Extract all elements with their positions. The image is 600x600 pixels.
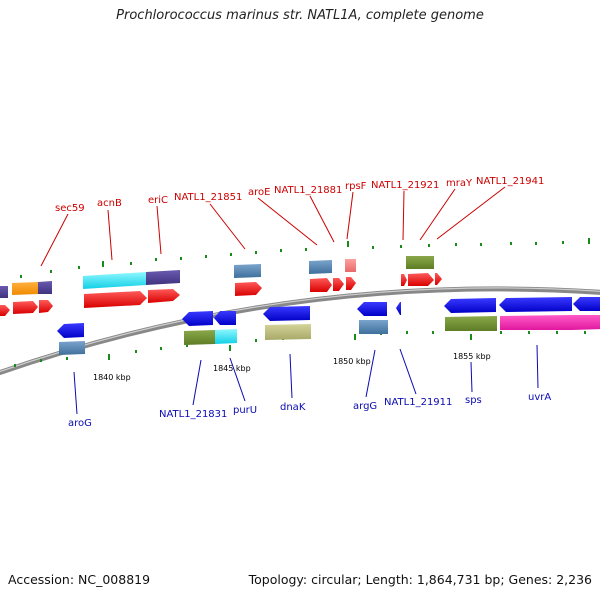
forward-strand-track [0, 256, 442, 316]
gene-feature[interactable] [500, 315, 572, 330]
top-leader-lines [40, 186, 506, 267]
gene-feature[interactable] [309, 260, 332, 274]
gene-feature[interactable] [345, 259, 356, 272]
gene-label-natl1-21941[interactable]: NATL1_21941 [476, 176, 544, 187]
gene-feature[interactable] [346, 277, 356, 290]
gene-feature[interactable] [215, 329, 237, 344]
reverse-strand-track [57, 297, 600, 355]
gene-feature[interactable] [445, 316, 497, 331]
gene-label-natl1-21921[interactable]: NATL1_21921 [371, 180, 439, 191]
gene-feature[interactable] [57, 323, 84, 338]
gene-feature[interactable] [357, 302, 387, 316]
gene-feature[interactable] [83, 272, 146, 289]
gene-label-argg[interactable]: argG [353, 401, 377, 412]
gene-feature[interactable] [265, 324, 311, 340]
gene-label-acnb[interactable]: acnB [97, 198, 122, 209]
map-title: Prochlorococcus marinus str. NATL1A, com… [116, 8, 484, 23]
ruler-label: 1855 kbp [453, 352, 491, 361]
ruler-label: 1845 kbp [213, 364, 251, 373]
gene-feature[interactable] [148, 289, 180, 303]
gene-feature[interactable] [182, 311, 213, 326]
gene-feature[interactable] [12, 282, 38, 295]
gene-label-sps[interactable]: sps [465, 395, 482, 406]
gene-feature[interactable] [396, 302, 401, 315]
gene-label-natl1-21911[interactable]: NATL1_21911 [384, 397, 452, 408]
gene-feature[interactable] [146, 270, 180, 285]
gene-feature[interactable] [359, 320, 388, 334]
gene-feature[interactable] [84, 291, 147, 308]
gene-feature[interactable] [0, 286, 8, 298]
gene-label-arog[interactable]: aroG [68, 418, 92, 429]
gene-feature[interactable] [38, 281, 52, 294]
ruler-label: 1850 kbp [333, 357, 371, 366]
gene-feature[interactable] [444, 298, 496, 313]
gene-feature[interactable] [263, 306, 310, 321]
outer-tick-ring [20, 238, 590, 278]
gene-label-puru[interactable]: purU [233, 405, 257, 416]
gene-label-natl1-21831[interactable]: NATL1_21831 [159, 409, 227, 420]
gene-feature[interactable] [435, 273, 442, 285]
gene-label-eric[interactable]: eriC [148, 195, 168, 206]
gene-feature[interactable] [214, 311, 236, 325]
gene-feature[interactable] [59, 341, 85, 355]
gene-label-dnak[interactable]: dnaK [280, 402, 306, 413]
bottom-leader-lines [73, 344, 539, 415]
gene-feature[interactable] [0, 305, 10, 316]
gene-label-mray[interactable]: mraY [446, 178, 473, 189]
gene-feature[interactable] [406, 256, 434, 269]
accession-text: Accession: NC_008819 [8, 572, 151, 587]
gene-feature[interactable] [499, 297, 572, 312]
gene-feature[interactable] [333, 278, 344, 291]
genome-summary-text: Topology: circular; Length: 1,864,731 bp… [248, 572, 592, 587]
gene-feature[interactable] [39, 300, 53, 313]
gene-feature[interactable] [310, 278, 332, 292]
gene-feature[interactable] [573, 297, 600, 311]
gene-label-rpsf[interactable]: rpsF [345, 181, 367, 192]
gene-feature[interactable] [234, 264, 261, 278]
gene-label-natl1-21881[interactable]: NATL1_21881 [274, 185, 342, 196]
gene-feature[interactable] [184, 330, 215, 345]
gene-feature[interactable] [408, 273, 434, 286]
gene-feature[interactable] [401, 274, 407, 286]
gene-feature[interactable] [235, 282, 262, 296]
gene-label-aroe[interactable]: aroE [248, 187, 270, 198]
gene-feature[interactable] [13, 301, 38, 314]
gene-feature[interactable] [572, 315, 600, 330]
gene-label-uvra[interactable]: uvrA [528, 392, 551, 403]
ruler-label: 1840 kbp [93, 373, 131, 382]
gene-label-sec59[interactable]: sec59 [55, 203, 85, 214]
inner-tick-ring [14, 331, 586, 367]
gene-label-natl1-21851[interactable]: NATL1_21851 [174, 192, 242, 203]
